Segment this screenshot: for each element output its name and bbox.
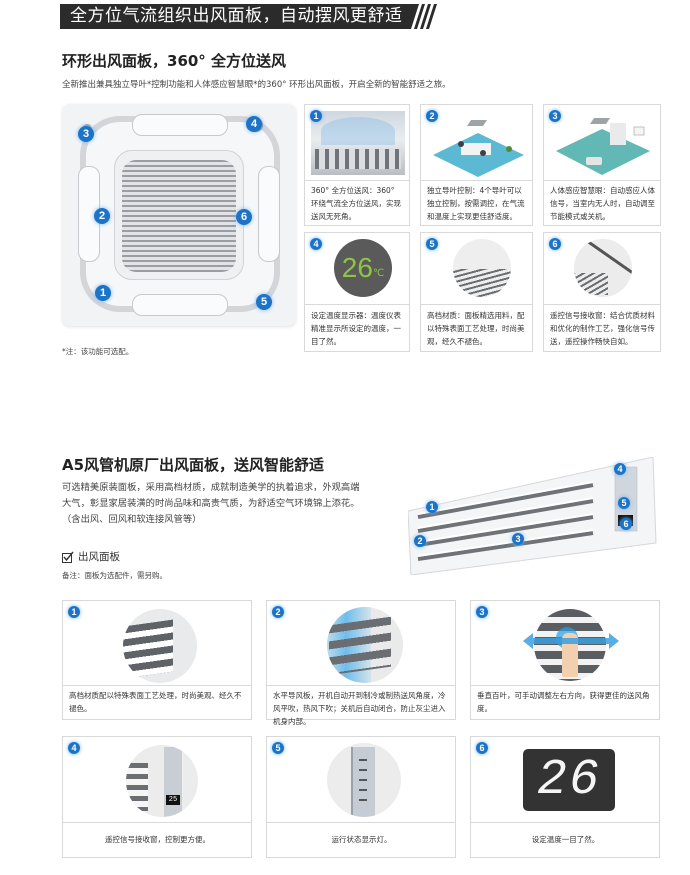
digital-temp-display: 26 [523,749,615,811]
card-number-badge: 5 [426,238,438,250]
temp-unit: ℃ [372,267,385,279]
card-description: 遥控信号接收窗，控制更方便。 [105,835,210,844]
card-number-badge: 2 [426,110,438,122]
card-number-badge: 6 [549,238,561,250]
card-description: 遥控信号接收窗：结合优质材料和优化的制作工艺，强化信号传送，遥控操作畅快自如。 [550,311,655,346]
callout-badge: 2 [94,208,110,224]
receiver-window-image: 25 [126,745,198,817]
card-number-badge: 6 [476,742,488,754]
isometric-office-image [433,120,524,177]
checkbox-label: 出风面板 [78,551,120,563]
callout-badge: 6 [620,518,632,530]
duct-panel-image: 1 2 3 4 5 6 [407,456,658,576]
card-description: 高档材质：面板精选用料，配以特殊表面工艺处理，时尚美观，经久不褪色。 [427,311,525,346]
cassette-panel-image: 3 2 1 4 5 6 [62,104,296,326]
feature-card: 3 垂直百叶，可手动调整左右方向，获得更佳的送风角度。 [470,600,660,720]
card-number-badge: 3 [549,110,561,122]
status-light-image [327,743,401,817]
card-description: 人体感应智慧眼：自动感应人体信号，当室内无人时，自动调至节能模式或关机。 [550,186,655,221]
feature-card: 5 运行状态显示灯。 [266,736,456,858]
feature-card: 26 6 设定温度一目了然。 [470,736,660,858]
card-number-badge: 5 [272,742,284,754]
digital-temp-value: 26 [536,751,601,809]
feature-card: 1 360° 全方位送风：360° 环绕气流全方位送风，实现送风无死角。 [304,104,410,226]
card-description: 水平导风板，开机自动开到制冷或制热送风角度，冷风平吹，热风下吹；关机后自动闭合，… [273,691,446,726]
callout-badge: 1 [95,285,111,301]
outlet-panel-option: 出风面板 [62,549,120,564]
led-display: 25 [166,795,180,805]
section2-heading: A5风管机原厂出风面板，送风智能舒适 [62,456,325,474]
feature-card: 25 4 遥控信号接收窗，控制更方便。 [62,736,252,858]
card-number-badge: 1 [310,110,322,122]
card-description: 独立导叶控制：4个导叶可以独立控制，按需调控，在气流和温度上实现更佳舒适度。 [427,186,525,221]
section-banner: 全方位气流组织出风面板，自动摆风更舒适 [60,4,441,29]
banner-title: 全方位气流组织出风面板，自动摆风更舒适 [60,4,411,29]
feature-card: 2 独立导叶控制：4个导叶可以独立控制，按需调控，在气流和温度上实现更佳舒适度。 [420,104,533,226]
slash-decoration-icon [410,4,441,29]
checkbox-checked-icon [62,551,74,563]
signal-window-image [574,239,632,297]
feature-card: 26℃ 4 设定温度显示器：温度仪表精准显示所设定的温度，一目了然。 [304,232,410,352]
card-number-badge: 3 [476,606,488,618]
card-number-badge: 2 [272,606,284,618]
section1-footnote: *注：该功能可选配。 [62,347,134,356]
callout-badge: 5 [618,497,630,509]
card-number-badge: 4 [310,238,322,250]
callout-badge: 5 [256,294,272,310]
feature-card: 5 高档材质：面板精选用料，配以特殊表面工艺处理，时尚美观，经久不褪色。 [420,232,533,352]
card-number-badge: 1 [68,606,80,618]
callout-badge: 3 [512,533,524,545]
isometric-room-image [556,118,650,175]
feature-card: 2 水平导风板，开机自动开到制冷或制热送风角度，冷风平吹，热风下吹；关机后自动闭… [266,600,456,726]
temperature-display-image: 26℃ [334,239,392,297]
panel-material-image [453,239,511,297]
card-description: 360° 全方位送风：360° 环绕气流全方位送风，实现送风无死角。 [311,186,401,221]
section2-remark: 备注：面板为选配件，需另购。 [62,571,167,580]
card-description: 运行状态显示灯。 [331,835,392,844]
card-description: 设定温度显示器：温度仪表精准显示所设定的温度，一目了然。 [311,311,401,346]
card-description: 设定温度一目了然。 [531,835,600,844]
section2-paragraph: 可选精美原装面板，采用高档材质，成就制造美学的执着追求，外观高端大气，彰显家居装… [62,482,360,525]
feature-card: 3 人体感应智慧眼：自动感应人体信号，当室内无人时，自动调至节能模式或关机。 [543,104,661,226]
section1-intro: 全新推出兼具独立导叶*控制功能和人体感应智慧眼*的360° 环形出风面板，开启全… [62,80,451,90]
callout-badge: 4 [614,463,626,475]
callout-badge: 1 [426,501,438,513]
feature-card: 1 高档材质配以特殊表面工艺处理，时尚美观、经久不褪色。 [62,600,252,720]
left-right-arrow-icon [523,633,619,649]
card-number-badge: 4 [68,742,80,754]
louver-material-image [123,609,197,683]
card-description: 垂直百叶，可手动调整左右方向，获得更佳的送风角度。 [477,691,650,713]
section1-heading: 环形出风面板，360° 全方位送风 [62,52,287,70]
callout-badge: 6 [236,209,252,225]
feature-card: 6 遥控信号接收窗：结合优质材料和优化的制作工艺，强化信号传送，遥控操作畅快自如… [543,232,661,352]
temp-value: 26 [341,252,373,283]
card-description: 高档材质配以特殊表面工艺处理，时尚美观、经久不褪色。 [69,691,242,713]
callout-badge: 2 [414,535,426,547]
horizontal-louver-image [327,607,403,683]
office-airflow-image [311,111,405,175]
air-grille [122,160,236,272]
callout-badge: 4 [246,116,262,132]
callout-badge: 3 [78,126,94,142]
